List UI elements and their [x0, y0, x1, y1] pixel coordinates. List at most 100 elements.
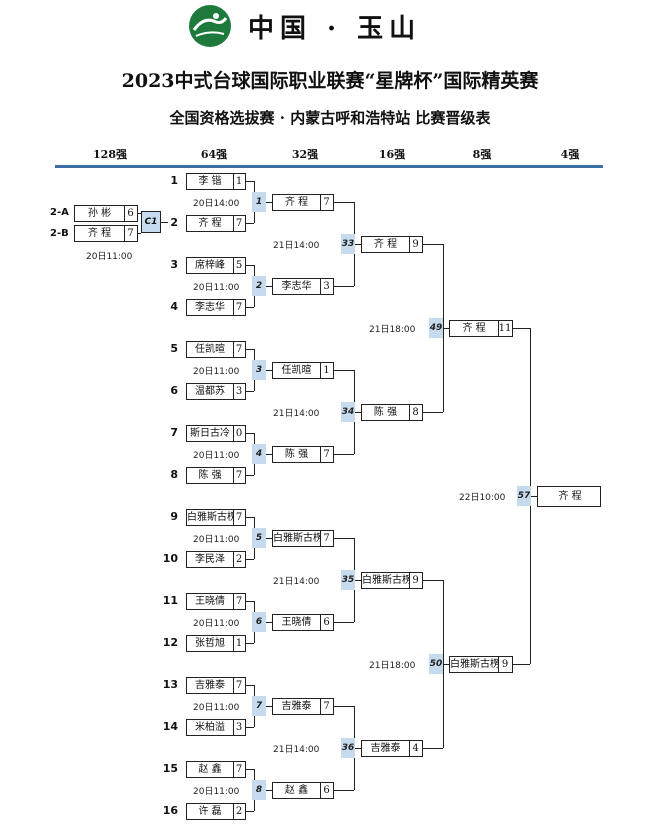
- seed-number: 6: [170, 384, 178, 397]
- col-head-16: 16强: [378, 148, 406, 161]
- player-name: 斯日古冷: [187, 426, 234, 441]
- connector: [355, 748, 361, 749]
- connector: [334, 202, 354, 203]
- seed-number: 14: [162, 720, 178, 733]
- col-head-32: 32强: [291, 148, 319, 161]
- player-score: 2: [235, 554, 243, 565]
- match-time: 20日11:00: [193, 535, 240, 545]
- match-number: 5: [252, 528, 266, 548]
- player-name: 白雅斯古楞: [273, 531, 321, 546]
- player-score: 4: [412, 743, 419, 754]
- connector: [246, 811, 254, 812]
- player-name: 王晓倩: [187, 594, 234, 609]
- match-number: 33: [341, 234, 355, 254]
- player-score: 7: [323, 449, 330, 460]
- r4-player[interactable]: 齐 程: [537, 486, 601, 507]
- col-head-128: 128强: [93, 148, 127, 161]
- connector: [246, 517, 254, 518]
- player-name: 齐 程: [187, 216, 234, 231]
- match-time: 20日11:00: [193, 451, 240, 461]
- player-name: 李志华: [187, 300, 234, 315]
- player-score: 2: [235, 806, 243, 817]
- player-score: 9: [412, 239, 419, 250]
- match-time: 20日14:00: [193, 199, 240, 209]
- connector: [334, 286, 354, 287]
- player-score: 7: [235, 218, 243, 229]
- player-name: 齐 程: [450, 321, 499, 336]
- player-score: 8: [412, 407, 419, 418]
- match-number: 6: [252, 612, 266, 632]
- match-number: 35: [341, 570, 355, 590]
- player-score: 1: [235, 638, 243, 649]
- connector: [266, 286, 272, 287]
- seed-number: 1: [170, 174, 178, 187]
- match-time: 20日11:00: [193, 367, 240, 377]
- connector: [246, 601, 254, 602]
- connector: [266, 622, 272, 623]
- prelim-player-a[interactable]: 孙 彬 6: [74, 205, 138, 222]
- player-score: 7: [127, 228, 134, 239]
- connector: [334, 454, 354, 455]
- connector: [246, 181, 254, 182]
- player-score: 6: [323, 617, 330, 628]
- seed-number: 9: [170, 510, 178, 523]
- match-number: 34: [341, 402, 355, 422]
- player-name: 孙 彬: [75, 206, 125, 221]
- header-logo: 中国 · 玉山: [0, 0, 660, 50]
- connector: [334, 538, 354, 539]
- player-score: 7: [235, 680, 243, 691]
- player-name: 李 锴: [187, 174, 234, 189]
- seed-number: 11: [162, 594, 178, 607]
- connector: [246, 559, 254, 560]
- match-time: 21日18:00: [369, 661, 416, 671]
- player-score: 6: [127, 208, 134, 219]
- match-number: 8: [252, 780, 266, 800]
- player-score: 1: [235, 176, 243, 187]
- connector: [246, 685, 254, 686]
- player-score: 3: [235, 722, 243, 733]
- connector: [246, 391, 254, 392]
- page-title: 2023中式台球国际职业联赛“星牌杯”国际精英赛: [121, 70, 539, 92]
- player-name: 赵 鑫: [187, 762, 234, 777]
- player-name: 白雅斯古楞: [187, 510, 234, 525]
- prelim-player-b[interactable]: 齐 程 7: [74, 225, 138, 242]
- player-score: 7: [235, 512, 243, 523]
- connector: [246, 265, 254, 266]
- match-number: 4: [252, 444, 266, 464]
- player-name: 许 磊: [187, 804, 234, 819]
- page-subtitle: 全国资格选拔赛 · 内蒙古呼和浩特站 比赛晋级表: [169, 109, 491, 127]
- connector: [266, 202, 272, 203]
- match-number: 36: [341, 738, 355, 758]
- connector: [246, 307, 254, 308]
